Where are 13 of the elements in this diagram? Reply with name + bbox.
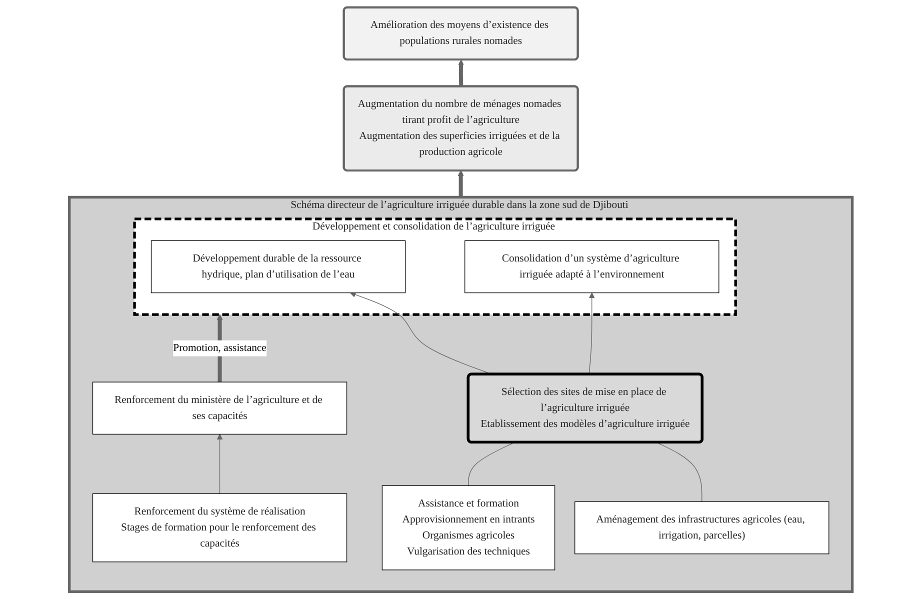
edge-label: Promotion, assistance (173, 342, 267, 354)
node-box: Développement durable de la ressource hydrique, plan d’utilisation de l’eau (151, 240, 406, 294)
node-box: Aménagement des infrastructures agricoles (eau, irrigation, parcelles) (574, 501, 830, 554)
arrow (588, 292, 595, 375)
node-box: Renforcement du ministère de l’agriculture et de ses capacités (92, 382, 348, 435)
connector (656, 442, 702, 502)
arrow (458, 170, 464, 198)
node-box: Consolidation d’un système d’agriculture irriguée adapté à l’environnement (464, 240, 720, 294)
arrow (217, 434, 223, 494)
node-box: Renforcement du système de réalisation Stages de formation pour le renforcement des capacités (92, 493, 348, 562)
arrow (458, 60, 464, 87)
connector (468, 442, 515, 486)
node-box: Assistance et formation Approvisionnement en intrants Organismes agricoles Vulgarisation des techniques (382, 485, 556, 570)
